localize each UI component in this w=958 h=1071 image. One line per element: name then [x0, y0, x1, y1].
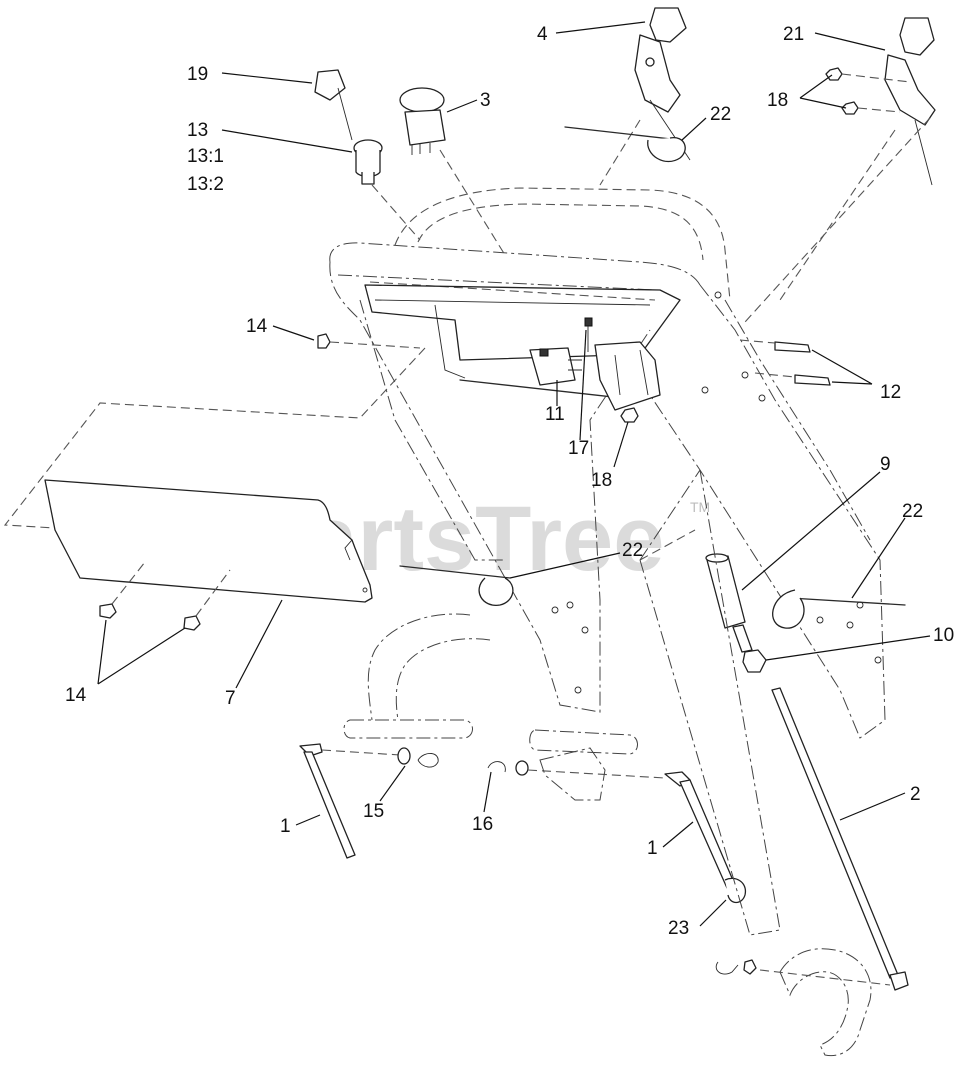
- callout-11: 11: [545, 404, 565, 425]
- callout-9: 9: [880, 454, 891, 475]
- callout-7: 7: [225, 688, 236, 709]
- watermark-trademark: TM: [690, 499, 710, 515]
- callout-16: 16: [472, 814, 493, 835]
- callout-21: 21: [783, 24, 804, 45]
- choke-lever-part-21: [744, 17, 936, 323]
- key-cap-part-19: [314, 69, 353, 141]
- interlock-module-parts-17-18: [584, 317, 661, 423]
- screw-part-14-top: [3, 333, 426, 529]
- callout-22-mid: 22: [622, 540, 643, 561]
- callout-1-left: 1: [280, 816, 291, 837]
- callout-labels: 19 13 13:1 13:2 3 4 22 21 18 14 12 11 17…: [65, 24, 954, 939]
- pivot-bracket: [539, 747, 606, 801]
- nuts-part-18-top: [825, 67, 911, 115]
- washer-clip-part-15: [397, 747, 439, 768]
- pto-switch-part-3: [399, 87, 506, 256]
- bolts-part-12: [739, 339, 831, 386]
- callout-13: 13: [187, 120, 208, 141]
- callout-4: 4: [537, 24, 548, 45]
- callout-2: 2: [910, 784, 921, 805]
- leader-lines: [97, 21, 931, 927]
- callout-14-top: 14: [246, 316, 268, 337]
- handle-frame: [329, 187, 886, 755]
- gas-spring-part-9: [639, 529, 753, 653]
- callout-15: 15: [363, 801, 384, 822]
- callout-22-top: 22: [710, 104, 731, 125]
- cable-tie-part-22-top: [564, 126, 686, 163]
- spring-clip-part-10: [742, 649, 767, 673]
- rod-part-2: [771, 687, 909, 991]
- callout-22-right: 22: [902, 501, 923, 522]
- callout-1-right: 1: [647, 838, 658, 859]
- callout-3: 3: [480, 90, 491, 111]
- relay-part-11: [529, 347, 582, 386]
- lever-rod-part-1-right: [664, 771, 736, 889]
- callout-10: 10: [933, 625, 954, 646]
- hairpin-clip-part-23: [639, 469, 781, 936]
- cable-tie-part-22-right: [772, 589, 906, 629]
- callout-18-mid: 18: [591, 470, 612, 491]
- callout-18-top: 18: [767, 90, 788, 111]
- callout-12: 12: [880, 382, 901, 403]
- throttle-lever-part-4: [599, 7, 691, 186]
- washer-clip-part-16: [487, 760, 666, 779]
- cable-tie-part-22-mid: [399, 565, 514, 606]
- ignition-switch-part-13: [353, 139, 421, 241]
- callout-17: 17: [568, 438, 589, 459]
- callout-23: 23: [668, 918, 689, 939]
- callout-19: 19: [187, 64, 208, 85]
- hook-bracket: [715, 948, 891, 1057]
- callout-14-lower: 14: [65, 685, 87, 706]
- callout-13-2: 13:2: [187, 174, 224, 195]
- callout-13-1: 13:1: [187, 146, 224, 167]
- lever-rod-part-1-left: [299, 743, 401, 859]
- shield-part-7: [44, 479, 373, 603]
- screws-part-14-lower: [99, 561, 231, 631]
